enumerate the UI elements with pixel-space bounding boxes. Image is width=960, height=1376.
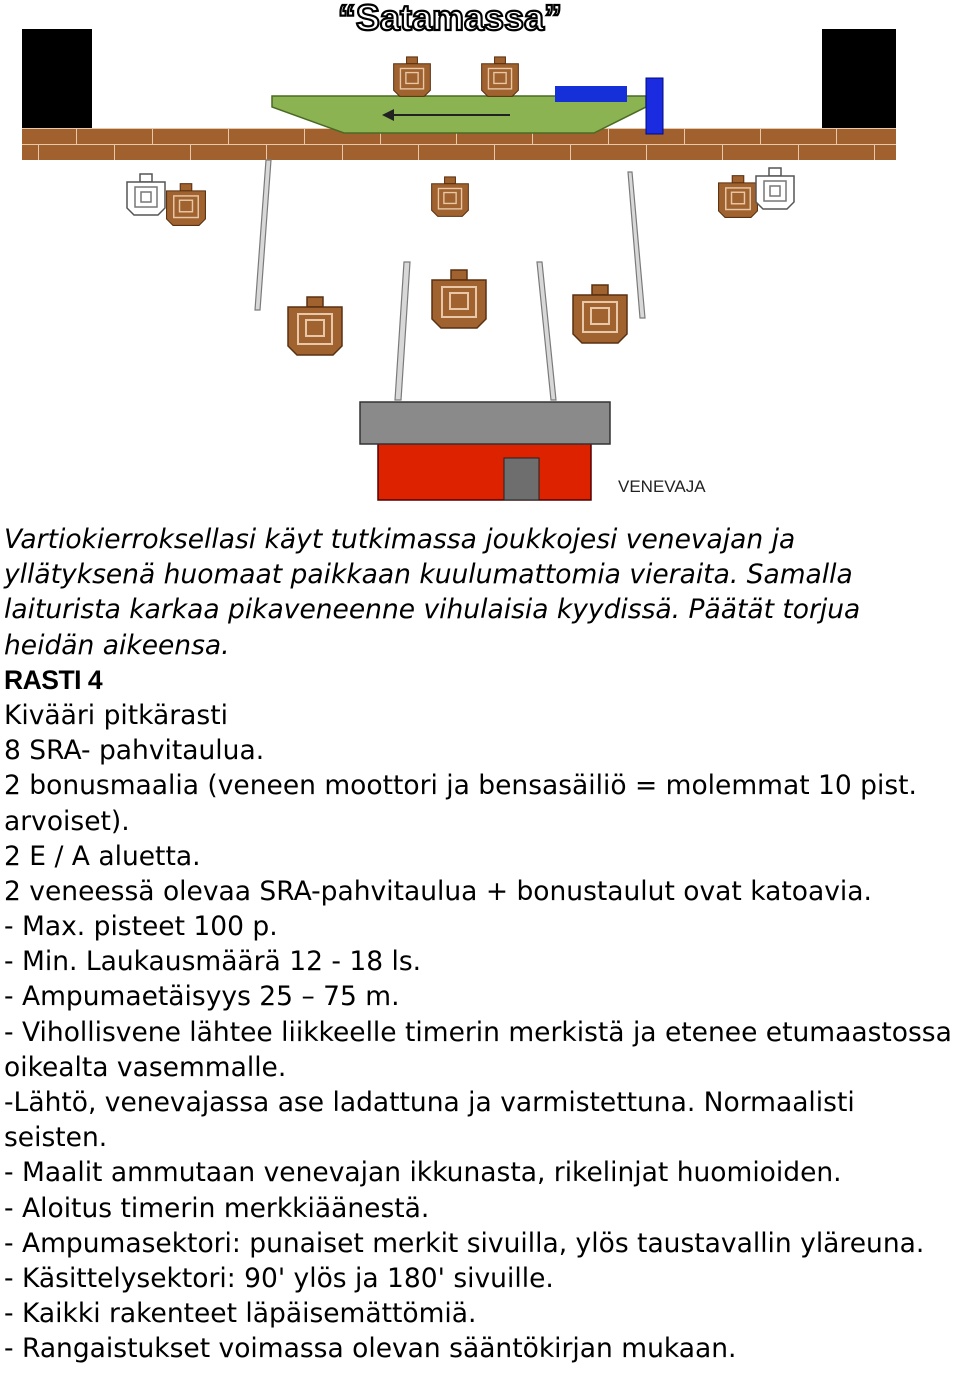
stage-details: Kivääri pitkärasti 8 SRA- pahvitaulua. 2…	[4, 698, 956, 1367]
detail-line: - Ampumasektori: punaiset merkit sivuill…	[4, 1227, 925, 1259]
detail-line: - Maalit ammutaan venevajan ikkunasta, r…	[4, 1157, 842, 1189]
no-shoot-target-left	[126, 173, 166, 216]
sra-target-upper-center	[430, 176, 470, 218]
no-shoot-target-right	[755, 167, 795, 210]
detail-line: 2 veneessä olevaa SRA-pahvitaulua + bonu…	[4, 875, 872, 907]
boat-sra-target-2	[480, 56, 520, 98]
wall-panel-2	[627, 171, 646, 319]
boathouse-roof	[359, 401, 611, 445]
detail-line: - Vihollisvene lähtee liikkeelle timerin…	[4, 1016, 952, 1048]
detail-line: 2 E / A aluetta.	[4, 840, 201, 872]
detail-line: - Ampumaetäisyys 25 – 75 m.	[4, 981, 400, 1013]
sra-target-lower-left	[287, 296, 343, 356]
sra-target-upper-left	[165, 182, 207, 227]
sra-target-lower-right	[572, 284, 628, 344]
boathouse-door	[503, 457, 540, 501]
boat-sra-target-1	[392, 56, 432, 98]
detail-line: -Lähtö, venevajassa ase ladattuna ja var…	[4, 1087, 855, 1118]
arrow-head	[382, 109, 394, 121]
detail-line: seisten.	[4, 1122, 108, 1154]
stage-description: Vartiokierroksellasi käyt tutkimassa jou…	[4, 522, 956, 1367]
fuel-tank-bonus-target	[555, 86, 627, 102]
detail-line: - Rangaistukset voimassa olevan sääntöki…	[4, 1333, 737, 1365]
detail-line: - Käsittelysektori: 90' ylös ja 180' siv…	[4, 1262, 554, 1294]
wall-panel-3	[394, 261, 411, 401]
enemy-boat	[271, 77, 664, 135]
boathouse	[359, 401, 611, 501]
diagram-title: “Satamassa”	[338, 0, 562, 38]
stage-heading: RASTI 4	[4, 664, 103, 695]
wall-panel-4	[536, 261, 557, 401]
detail-line: - Max. pisteet 100 p.	[4, 911, 278, 943]
detail-line: oikealta vasemmalle.	[4, 1051, 287, 1083]
detail-line: - Min. Laukausmäärä 12 - 18 ls.	[4, 946, 422, 978]
sra-target-upper-right	[717, 174, 759, 219]
detail-line: Kivääri pitkärasti	[4, 699, 228, 731]
stage-diagram: “Satamassa” VENEVAJA	[22, 0, 896, 501]
boathouse-label: VENEVAJA	[618, 477, 706, 496]
detail-line: arvoiset).	[4, 805, 130, 837]
sra-target-lower-center	[431, 269, 487, 329]
intro-line: heidän aikeensa.	[4, 629, 230, 661]
intro-line: laiturista karkaa pikaveneenne vihulaisi…	[4, 594, 861, 626]
detail-line: 2 bonusmaalia (veneen moottori ja bensas…	[4, 770, 917, 802]
intro-line: Vartiokierroksellasi käyt tutkimassa jou…	[4, 524, 796, 555]
boathouse-wall	[377, 439, 592, 501]
intro-line: yllätyksenä huomaat paikkaan kuulumattom…	[4, 559, 853, 591]
intro-paragraph: Vartiokierroksellasi käyt tutkimassa jou…	[4, 522, 956, 663]
engine-bonus-target	[645, 77, 664, 135]
detail-line: - Aloitus timerin merkkiäänestä.	[4, 1192, 430, 1224]
detail-line: 8 SRA- pahvitaulua.	[4, 735, 265, 767]
wall-panel-1	[254, 159, 272, 311]
detail-line: - Kaikki rakenteet läpäisemättömiä.	[4, 1298, 477, 1330]
